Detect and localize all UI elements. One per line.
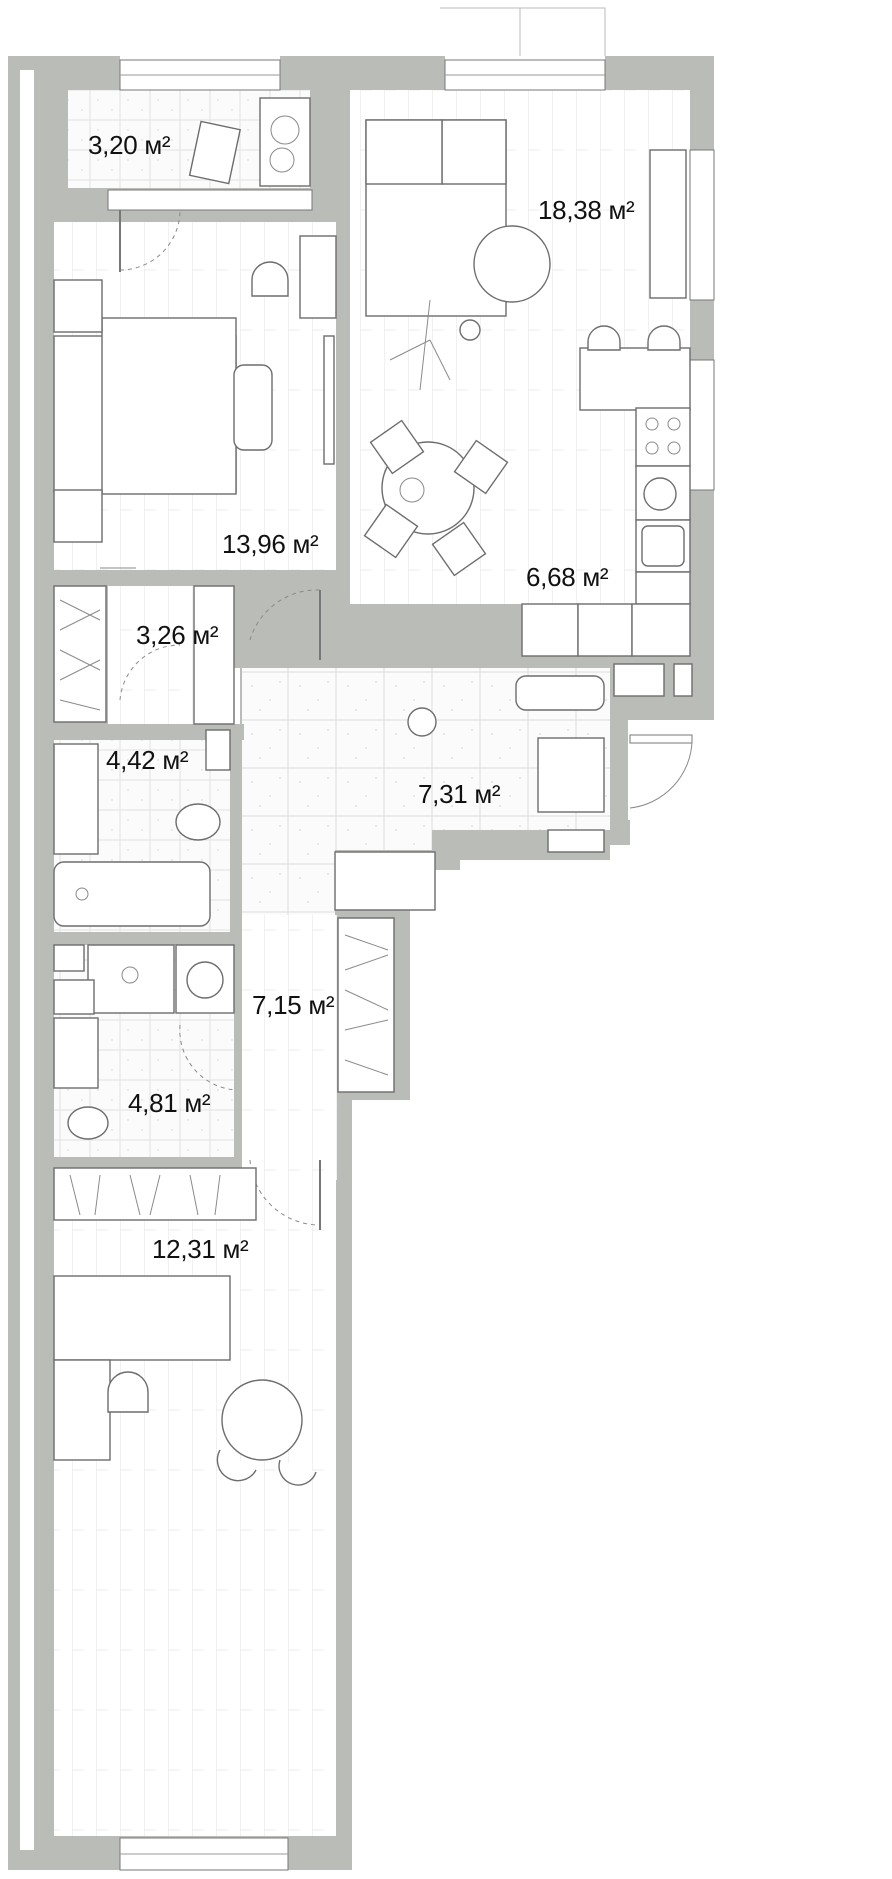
kitchen-furniture [521, 407, 693, 697]
kids-room-floor [54, 1168, 336, 1836]
windows [107, 7, 715, 1871]
corridor-area-label: 7,15 м² [252, 990, 335, 1020]
wardrobe-area-label: 3,26 м² [136, 620, 219, 650]
balcony-furniture [188, 97, 311, 187]
balcony-area-label: 3,20 м² [88, 130, 171, 160]
bathroom-1-fixtures [53, 729, 231, 927]
kids-room-area-label: 12,31 м² [152, 1234, 249, 1264]
door-swings [119, 209, 693, 1230]
bedroom-area-label: 13,96 м² [222, 529, 319, 559]
wardrobe-furniture [53, 585, 235, 725]
living-room-furniture [363, 119, 691, 577]
corridor-floor [242, 915, 337, 1165]
hallway-floor [242, 668, 610, 915]
bathroom-2-area-label: 4,81 м² [128, 1088, 211, 1118]
kids-room-furniture [53, 1167, 317, 1486]
hallway-area-label: 7,31 м² [418, 779, 501, 809]
bathroom-2-fixtures [53, 944, 235, 1140]
bathroom-1-area-label: 4,42 м² [106, 745, 189, 775]
hallway-furniture [334, 675, 605, 911]
kitchen-area-label: 6,68 м² [526, 562, 609, 592]
bedroom-furniture [53, 235, 337, 569]
corridor-furniture [337, 917, 395, 1093]
living-room-area-label: 18,38 м² [538, 195, 635, 225]
